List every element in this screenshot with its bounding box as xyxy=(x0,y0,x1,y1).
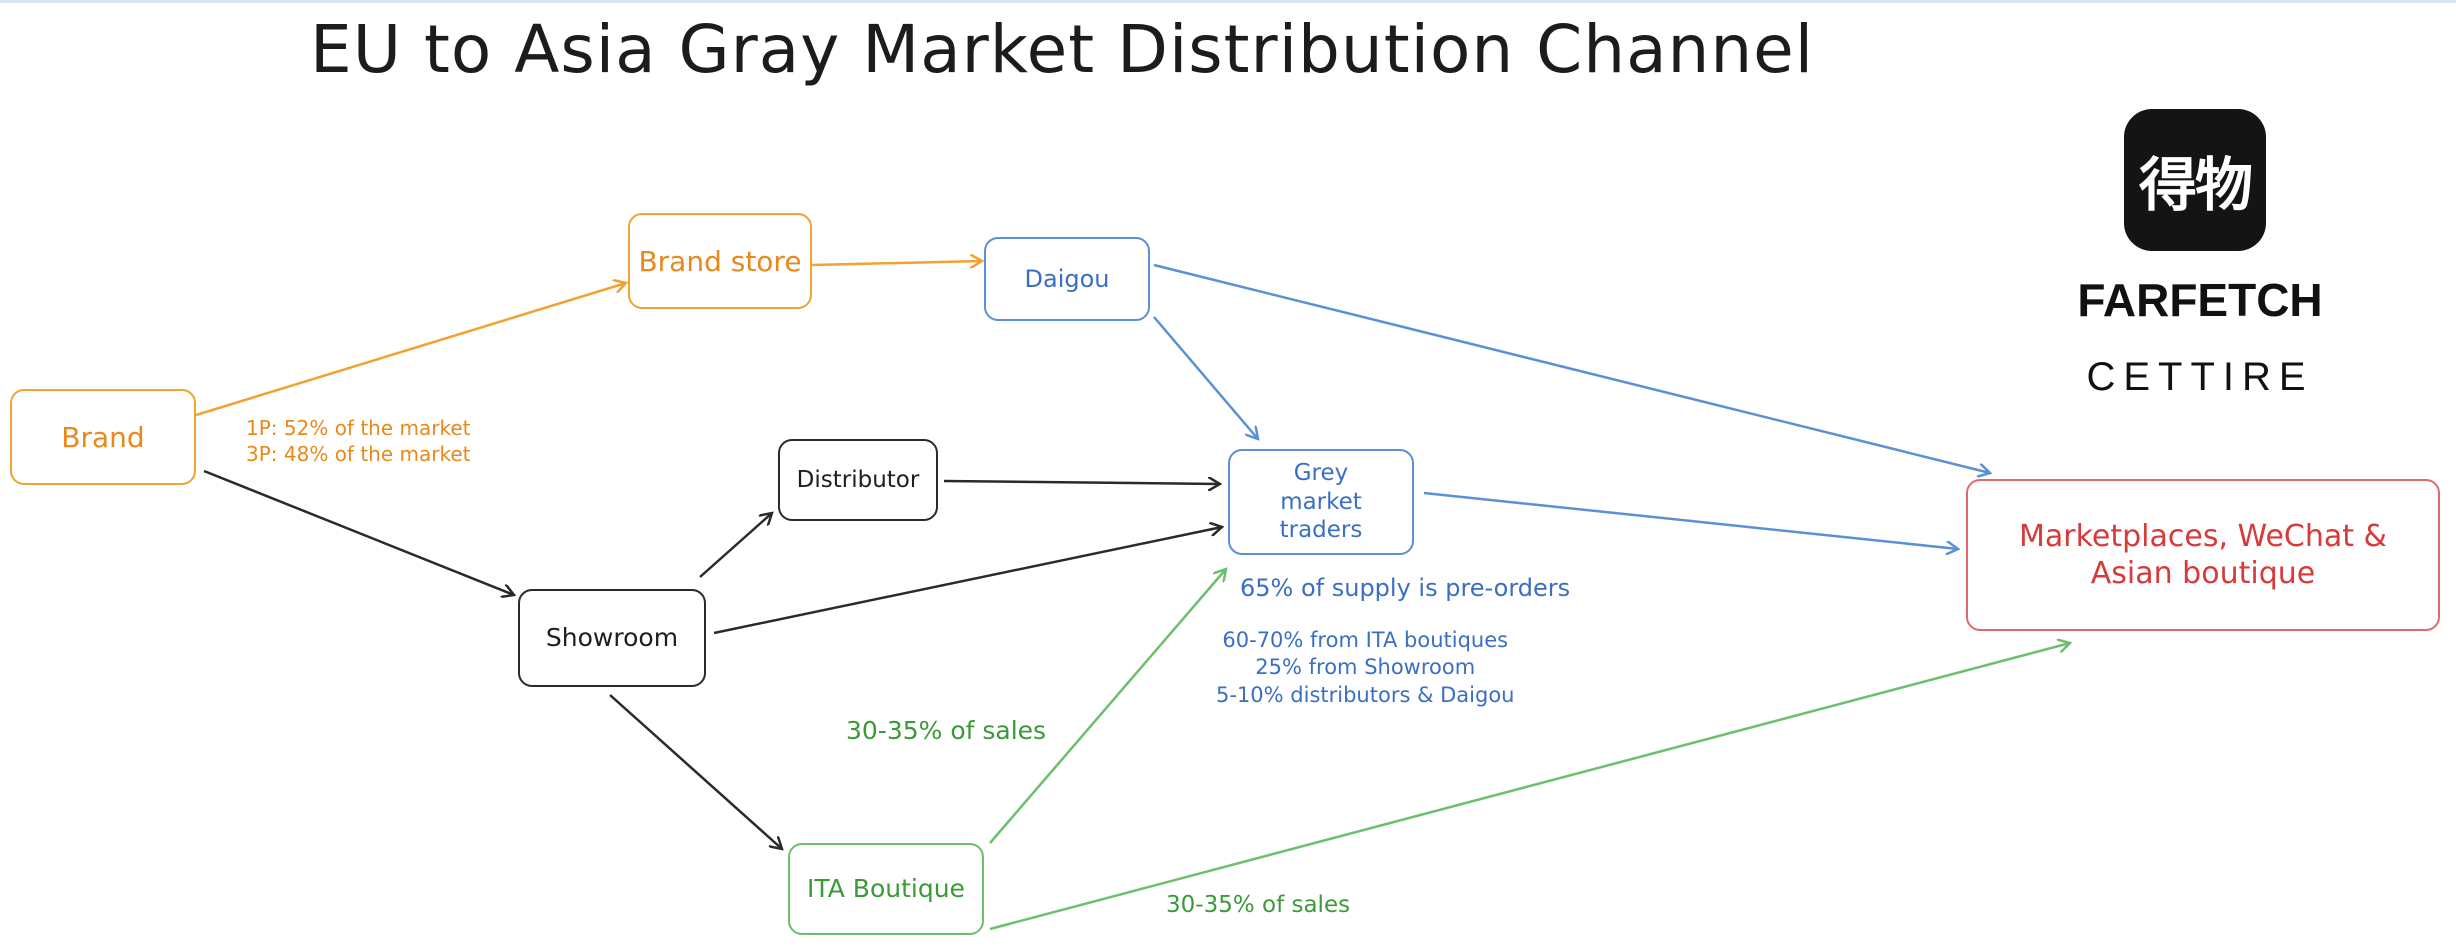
note-supply-mix-distributors: 5-10% distributors & Daigou xyxy=(1216,682,1515,707)
edge-showroom-to-grey xyxy=(713,527,1222,635)
note-sales-to-marketplaces-text: 30-35% of sales xyxy=(1166,892,1351,918)
edge-daigou-to-grey xyxy=(1153,316,1258,439)
edge-ita-to-grey xyxy=(989,569,1226,844)
edge-distributor-to-grey xyxy=(943,481,1220,484)
node-brand-store-label: Brand store xyxy=(638,244,802,278)
node-brand-store: Brand store xyxy=(628,213,812,309)
note-sales-to-grey: 30-35% of sales xyxy=(846,715,1046,748)
note-sales-to-marketplaces: 30-35% of sales xyxy=(1166,891,1350,921)
node-daigou: Daigou xyxy=(984,237,1150,321)
note-supply-mix: 60-70% from ITA boutiques 25% from Showr… xyxy=(1216,627,1514,709)
node-showroom-label: Showroom xyxy=(545,623,679,653)
connector-layer xyxy=(195,3,2456,931)
edge-showroom-to-distributor xyxy=(699,513,772,578)
edge-grey-to-marketplaces xyxy=(1423,491,1958,549)
node-daigou-label: Daigou xyxy=(1024,265,1110,293)
edge-daigou-to-marketplaces xyxy=(1153,263,1990,473)
node-brand-label: Brand xyxy=(61,420,145,454)
node-distributor: Distributor xyxy=(778,439,938,521)
diagram-title: EU to Asia Gray Market Distribution Chan… xyxy=(310,11,1815,88)
edge-ita-to-marketplaces xyxy=(989,643,2070,931)
cettire-logo: CETTIRE xyxy=(2086,355,2314,399)
note-brand-share: 1P: 52% of the market 3P: 48% of the mar… xyxy=(246,415,470,467)
node-ita-boutique: ITA Boutique xyxy=(788,843,984,935)
note-supply-mix-showroom: 25% from Showroom xyxy=(1255,655,1476,680)
note-sales-to-grey-text: 30-35% of sales xyxy=(846,716,1047,745)
node-grey-market-traders: Grey market traders xyxy=(1228,449,1414,555)
farfetch-logo: FARFETCH xyxy=(2077,274,2323,326)
node-ita-boutique-label: ITA Boutique xyxy=(807,874,965,904)
node-brand: Brand xyxy=(10,389,196,485)
node-grey-market-traders-label: Grey market traders xyxy=(1279,459,1363,544)
note-supply-mix-ita: 60-70% from ITA boutiques xyxy=(1222,628,1509,652)
note-preorders-text: 65% of supply is pre-orders xyxy=(1240,574,1571,602)
note-brand-share-1p: 1P: 52% of the market xyxy=(246,416,471,440)
edge-brand-store-to-daigou xyxy=(811,261,982,265)
node-marketplaces-label: Marketplaces, WeChat & Asian boutique xyxy=(2019,518,2387,592)
note-preorders: 65% of supply is pre-orders xyxy=(1240,573,1570,604)
node-showroom: Showroom xyxy=(518,589,706,687)
edge-brand-to-showroom xyxy=(203,469,514,595)
note-brand-share-3p: 3P: 48% of the market xyxy=(246,442,471,466)
edge-showroom-to-ita xyxy=(609,694,782,849)
node-distributor-label: Distributor xyxy=(796,466,920,493)
edge-brand-to-brand-store xyxy=(195,283,626,417)
node-marketplaces: Marketplaces, WeChat & Asian boutique xyxy=(1966,479,2440,631)
dewu-logo: 得物 xyxy=(2124,109,2266,251)
